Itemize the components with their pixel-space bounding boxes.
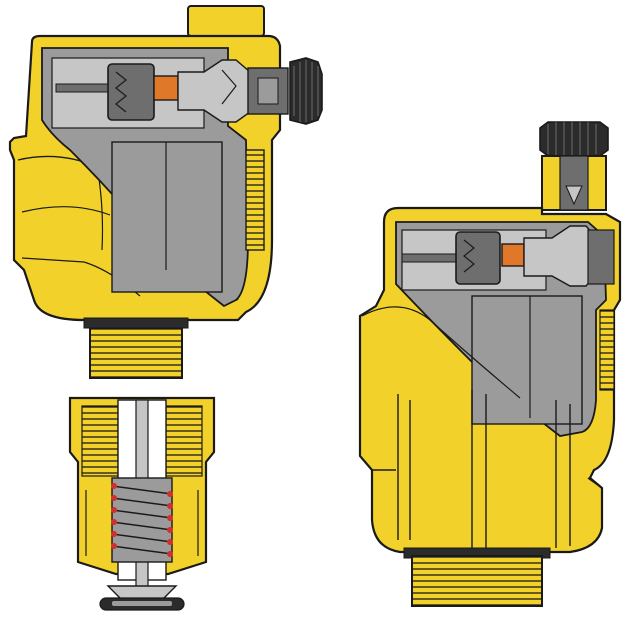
side-stem-thread [599,309,615,391]
bottom-thread [411,555,543,607]
bottom-thread [89,319,183,379]
top-cap [187,5,265,37]
air-vent-valve-cutaway-right [358,121,622,607]
spring [111,477,173,563]
air-vent-valve-cutaway-left [8,5,323,379]
cap-screw [247,67,289,115]
orange-seal [153,75,179,101]
body-ribs [372,390,603,548]
lever-rod [401,253,459,263]
orange-seal [501,243,525,267]
internal-thread-right [165,405,203,477]
lever-rod [55,83,113,93]
top-knob-icon[interactable] [539,121,609,157]
shut-off-check-valve-cutaway [68,396,216,611]
float [471,295,583,425]
side-stem-thread [245,149,265,251]
internal-thread-left [81,405,119,477]
piston-housing [107,63,155,121]
piston-housing [455,231,501,285]
float [111,141,223,293]
